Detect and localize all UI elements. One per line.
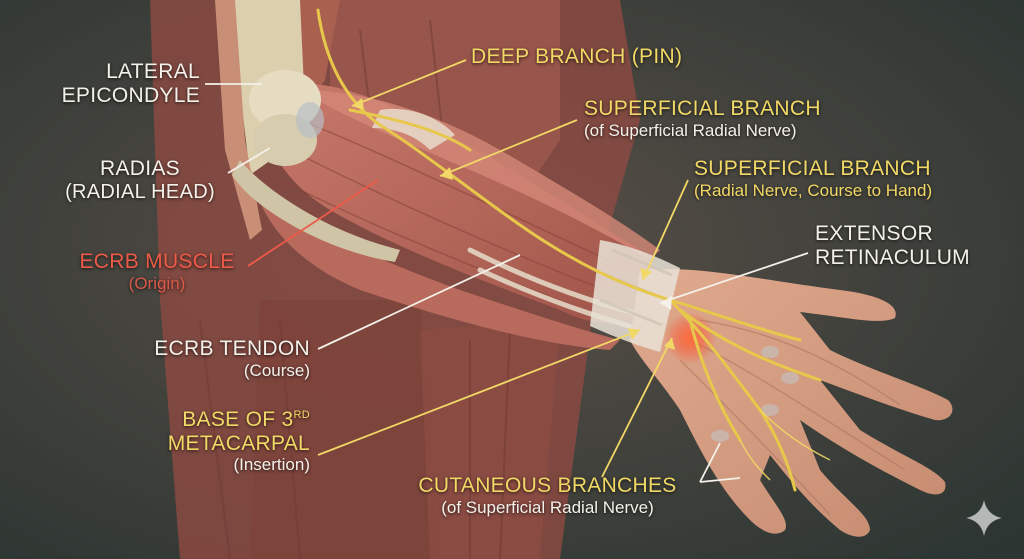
- leader-lines-white: [205, 83, 809, 483]
- leader-lines-red: [247, 179, 379, 267]
- label-ecrb-muscle: ECRB MUSCLE (Origin): [79, 250, 235, 293]
- leader-lines-yellow: [317, 59, 689, 478]
- label-lateral-epicondyle: LATERAL EPICONDYLE: [61, 60, 200, 107]
- label-extensor-retinaculum: EXTENSOR RETINACULUM: [815, 222, 970, 269]
- label-radias: RADIAS (RADIAL HEAD): [65, 157, 215, 203]
- label-deep-branch: DEEP BRANCH (PIN): [471, 45, 683, 68]
- sparkle-icon: [966, 500, 1002, 536]
- label-superficial-branch-2: SUPERFICIAL BRANCH (Radial Nerve, Course…: [694, 157, 933, 200]
- arrowheads: [352, 98, 675, 350]
- elbow-bones: [232, 70, 400, 262]
- label-base-of-3rd-metacarpal: BASE OF 3RD METACARPAL (Insertion): [167, 408, 310, 475]
- label-ecrb-tendon: ECRB TENDON (Course): [154, 337, 310, 380]
- label-cutaneous-branches: CUTANEOUS BRANCHES (of Superficial Radia…: [418, 474, 677, 517]
- label-superficial-branch-1: SUPERFICIAL BRANCH (of Superficial Radia…: [584, 97, 821, 140]
